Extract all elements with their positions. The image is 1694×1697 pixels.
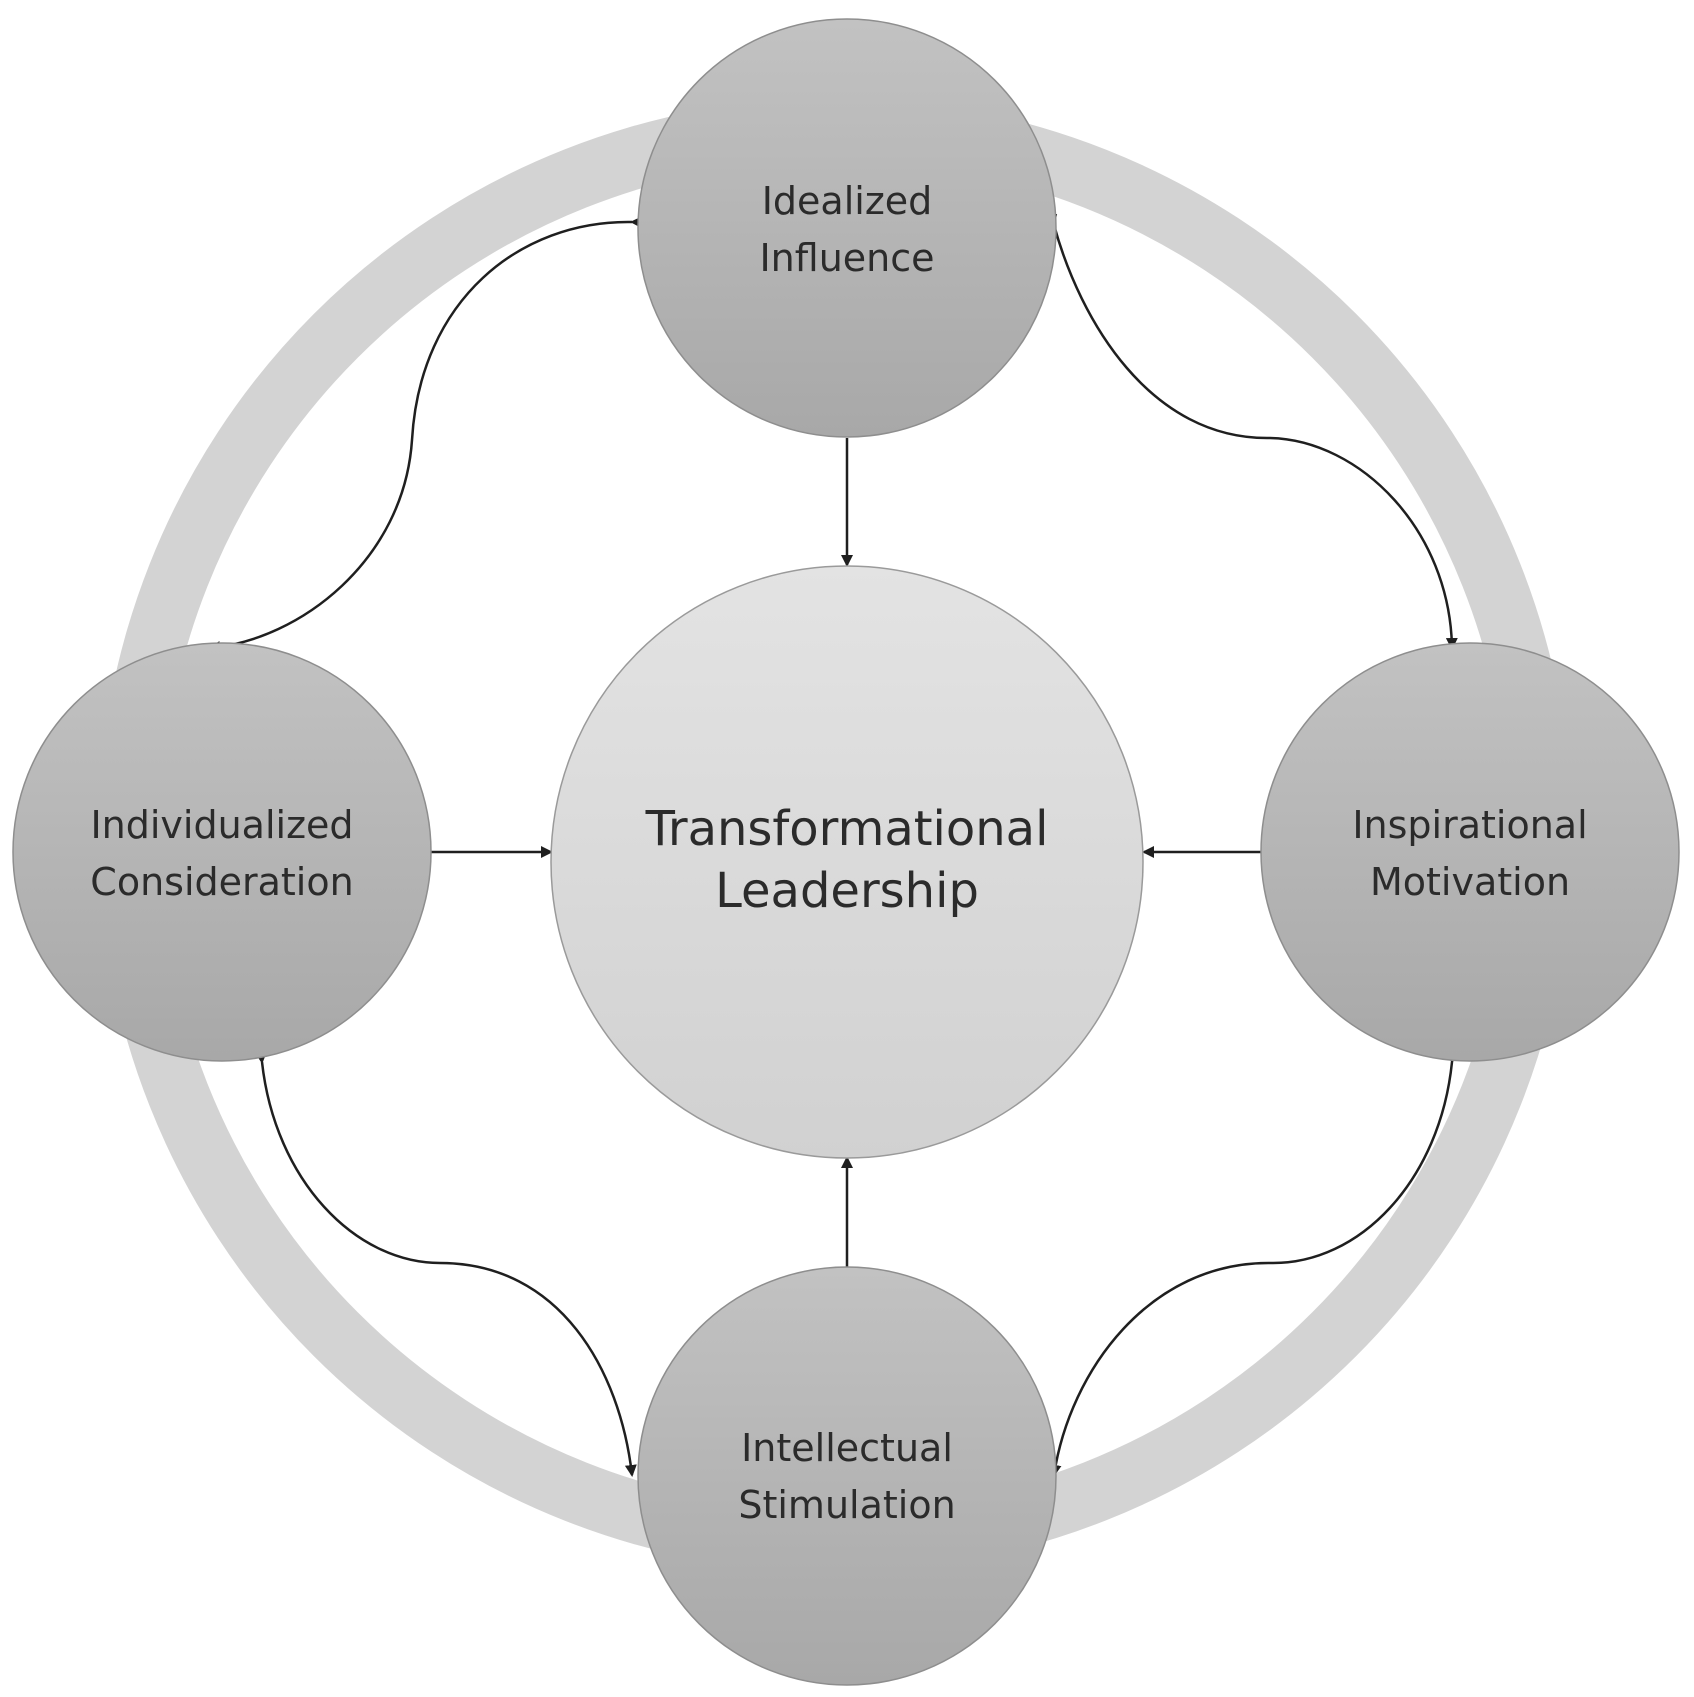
node-circle-right — [1260, 642, 1680, 1062]
connector-bottom-right — [1049, 1051, 1459, 1477]
center-node: Transformational Leadership — [550, 565, 1144, 1159]
node-idealized-influence: Idealized Influence — [637, 18, 1057, 438]
connector-top-right — [1045, 213, 1458, 650]
node-left-label-line-1: Individualized — [90, 803, 353, 847]
node-bottom-label-line-1: Intellectual — [741, 1426, 953, 1470]
node-circle-top — [637, 18, 1057, 438]
node-circle-left — [12, 642, 432, 1062]
node-top-label-line-2: Influence — [759, 236, 934, 280]
center-circle — [550, 565, 1144, 1159]
node-left-label-line-2: Consideration — [90, 860, 353, 904]
node-right-label-line-1: Inspirational — [1352, 803, 1587, 847]
node-inspirational-motivation: Inspirational Motivation — [1260, 642, 1680, 1062]
node-circle-bottom — [637, 1266, 1057, 1686]
center-label-line-1: Transformational — [645, 801, 1049, 857]
node-top-label-line-1: Idealized — [762, 179, 933, 223]
node-bottom-label-line-2: Stimulation — [738, 1483, 955, 1527]
node-individualized-consideration: Individualized Consideration — [12, 642, 432, 1062]
connector-bottom-left — [254, 1051, 637, 1477]
node-intellectual-stimulation: Intellectual Stimulation — [637, 1266, 1057, 1686]
center-label-line-2: Leadership — [715, 863, 979, 919]
connector-top-left — [208, 216, 643, 654]
node-right-label-line-2: Motivation — [1370, 860, 1570, 904]
